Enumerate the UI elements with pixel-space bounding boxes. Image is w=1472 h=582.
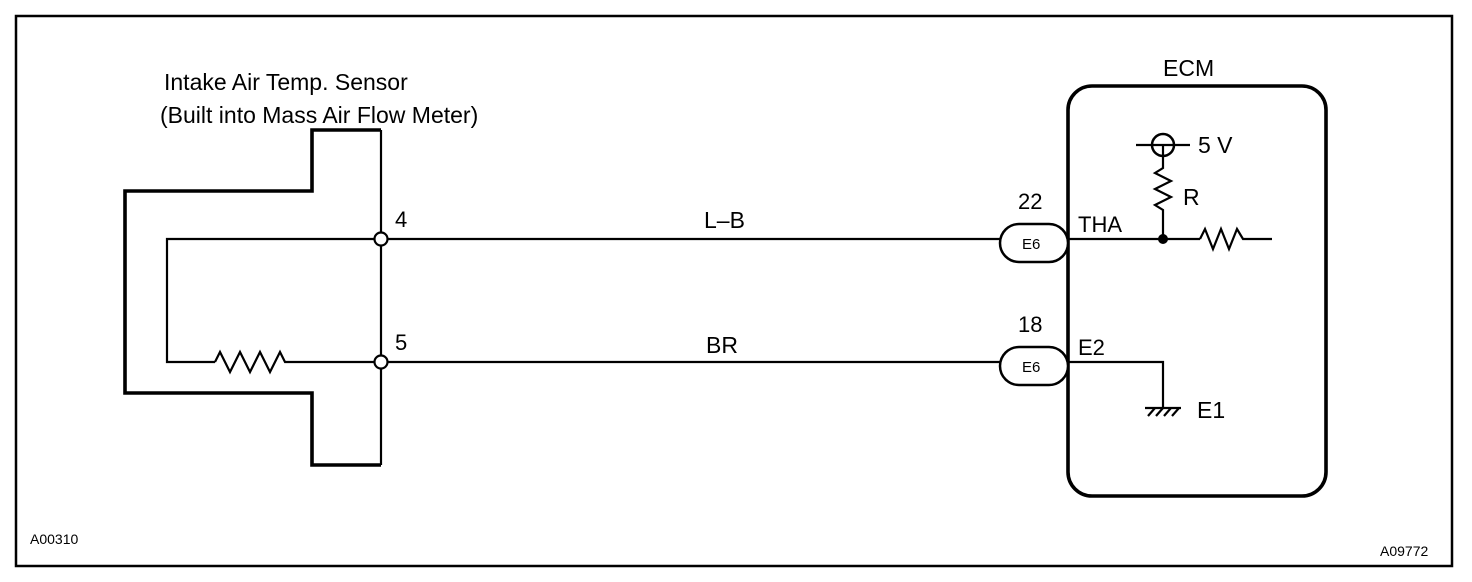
wire-l-b-label: L–B	[704, 207, 745, 233]
supply-voltage-label: 5 V	[1198, 132, 1233, 158]
reference-code-left: A00310	[30, 531, 78, 547]
resistor-r-label: R	[1183, 184, 1200, 210]
connector-e6-top	[998, 222, 1070, 264]
pullup-wire	[1152, 156, 1174, 239]
sensor-terminal-4	[373, 231, 389, 247]
ecm-title: ECM	[1163, 55, 1214, 81]
connector-e6-top-code: E6	[1022, 236, 1040, 253]
sensor-pin-5-label: 5	[395, 330, 407, 355]
ground-e1-label: E1	[1197, 397, 1225, 423]
e2-ground-wire	[1068, 360, 1165, 408]
diagram-frame	[14, 14, 1454, 568]
sensor-title-line2: (Built into Mass Air Flow Meter)	[160, 102, 478, 128]
sensor-terminal-5	[373, 354, 389, 370]
sensor-title-line1: Intake Air Temp. Sensor	[164, 69, 408, 95]
sensor-thermistor	[214, 349, 381, 375]
sensor-housing	[123, 128, 381, 467]
ground-hatch	[1147, 407, 1180, 417]
connector-top-pin: 22	[1018, 189, 1042, 214]
wire-br-label: BR	[706, 332, 738, 358]
terminal-tha-label: THA	[1078, 212, 1122, 237]
reference-code-right: A09772	[1380, 543, 1428, 559]
terminal-e2-label: E2	[1078, 335, 1105, 360]
connector-e6-bottom-code: E6	[1022, 359, 1040, 376]
connector-e6-bottom	[998, 345, 1070, 387]
ecm-box	[1066, 84, 1328, 498]
sensor-pin-4-label: 4	[395, 207, 407, 232]
sensor-inner-loop	[165, 237, 381, 364]
ecm-internal-resistor	[1199, 226, 1272, 252]
connector-bottom-pin: 18	[1018, 312, 1042, 337]
